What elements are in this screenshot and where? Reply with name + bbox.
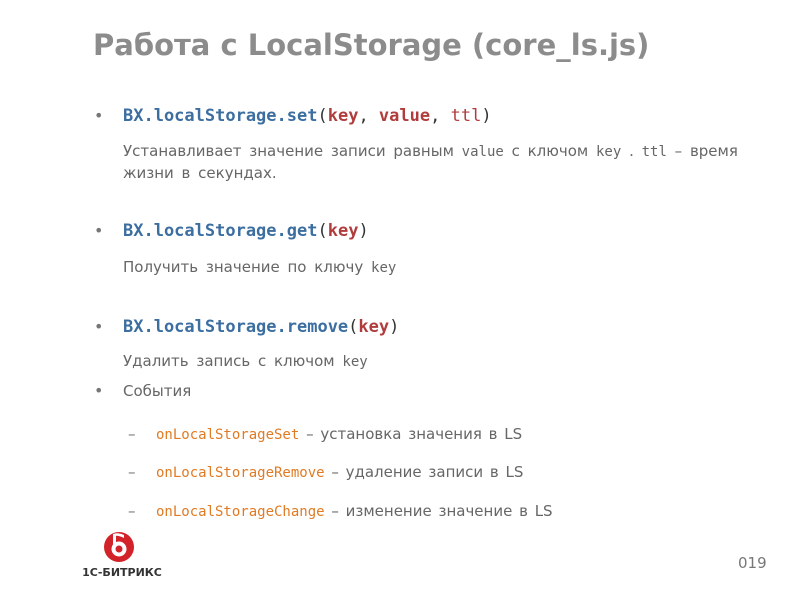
desc-code: key [371, 260, 397, 276]
desc-text: Удалить запись с ключом [123, 352, 343, 370]
event-name: onLocalStorageChange [156, 504, 325, 520]
desc-text: – время жизни в секундах. [123, 142, 738, 182]
bullet: • [94, 317, 104, 336]
events-heading: События [123, 382, 192, 400]
method-description-get: Получить значение по ключу key [123, 257, 788, 279]
event-item: – onLocalStorageChange – изменение значен… [128, 500, 553, 523]
method-description-remove: Удалить запись с ключом key [123, 351, 788, 373]
bitrix-logo-icon [104, 532, 134, 562]
arg-key: key [327, 106, 359, 126]
event-name: onLocalStorageRemove [156, 465, 325, 481]
paren-open: ( [317, 221, 328, 241]
desc-code: ttl [641, 144, 667, 160]
page-number: 019 [738, 554, 767, 572]
paren-close: ) [389, 317, 400, 337]
desc-code: key [342, 354, 368, 370]
desc-code: value [461, 144, 504, 160]
paren-open: ( [348, 317, 359, 337]
desc-text: Устанавливает значение записи равным [123, 142, 462, 160]
dash-marker: – [128, 463, 136, 481]
event-item: – onLocalStorageSet – установка значения … [128, 423, 522, 446]
desc-text: Получить значение по ключу [123, 258, 372, 276]
dash-marker: – [128, 425, 136, 443]
bullet: • [94, 381, 104, 400]
event-item: – onLocalStorageRemove – удаление записи … [128, 461, 523, 484]
method-name: BX.localStorage.remove [123, 317, 349, 337]
event-desc: – изменение значение в LS [324, 502, 553, 520]
logo-wordmark: 1С-БИТРИКС [82, 566, 162, 579]
arg-separator: , [358, 106, 379, 126]
dash-marker: – [128, 502, 136, 520]
method-description-set: Устанавливает значение записи равным val… [123, 141, 788, 184]
bitrix-logo: 1С-БИТРИКС [82, 530, 162, 582]
paren-open: ( [317, 106, 328, 126]
method-signature-get: BX.localStorage.get(key) [123, 220, 369, 242]
arg-value: value [378, 106, 431, 126]
event-desc: – установка значения в LS [299, 425, 523, 443]
method-signature-set: BX.localStorage.set(key, value, ttl) [123, 105, 492, 127]
slide-title: Работа с LocalStorage (core_ls.js) [93, 28, 650, 62]
arg-ttl: ttl [450, 106, 482, 126]
method-name: BX.localStorage.set [123, 106, 318, 126]
desc-text: с ключом [503, 142, 596, 160]
desc-code: key [596, 144, 622, 160]
arg-key: key [327, 221, 359, 241]
paren-close: ) [481, 106, 492, 126]
paren-close: ) [358, 221, 369, 241]
arg-separator: , [430, 106, 451, 126]
event-desc: – удаление записи в LS [324, 463, 524, 481]
desc-text: . [621, 142, 642, 160]
method-name: BX.localStorage.get [123, 221, 318, 241]
bullet: • [94, 106, 104, 125]
arg-key: key [358, 317, 390, 337]
bullet: • [94, 221, 104, 240]
method-signature-remove: BX.localStorage.remove(key) [123, 316, 399, 338]
event-name: onLocalStorageSet [156, 427, 300, 443]
